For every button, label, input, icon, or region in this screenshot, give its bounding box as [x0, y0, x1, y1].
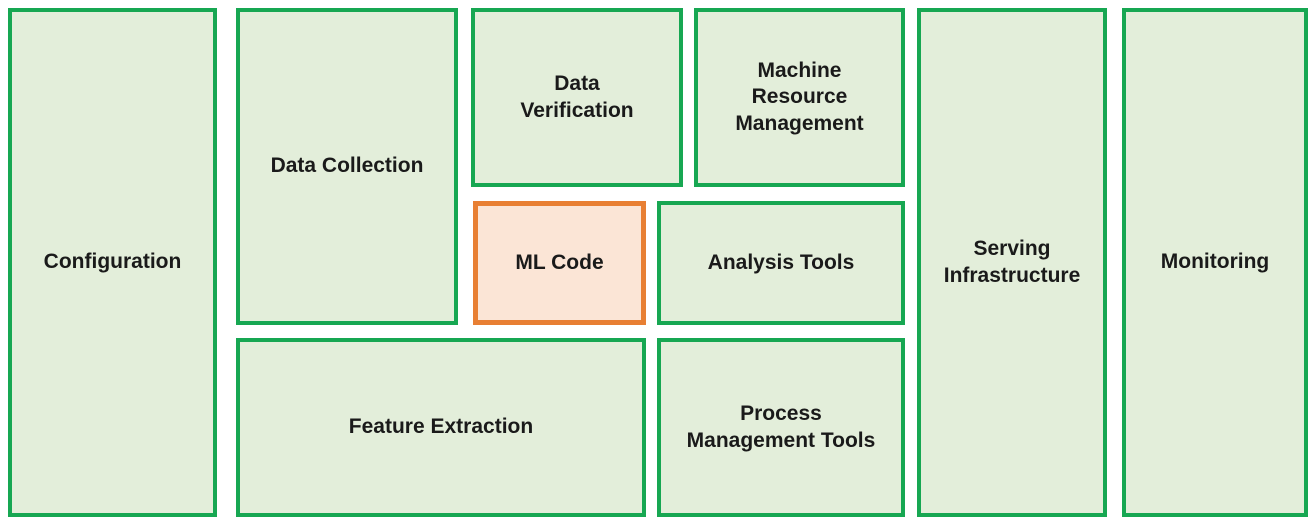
box-monitoring-label: Monitoring: [1160, 250, 1270, 274]
box-analysis-tools: Analysis Tools: [657, 201, 905, 325]
box-serving-infrastructure: Serving Infrastructure: [917, 8, 1107, 517]
box-analysis-tools-label: Analysis Tools: [707, 250, 855, 274]
box-ml-code: ML Code: [473, 201, 646, 325]
box-data-collection: Data Collection: [236, 8, 458, 325]
box-data-verification: Data Verification: [471, 8, 683, 187]
box-machine-resource-management: Machine Resource Management: [694, 8, 905, 187]
box-data-verification-label: Data Verification: [520, 72, 634, 122]
box-ml-code-label: ML Code: [515, 250, 604, 274]
box-feature-extraction: Feature Extraction: [236, 338, 646, 517]
box-process-management-tools-label: Process Management Tools: [686, 402, 876, 452]
box-serving-infrastructure-label: Serving Infrastructure: [943, 237, 1081, 287]
box-machine-resource-management-label: Machine Resource Management: [735, 59, 864, 135]
box-data-collection-label: Data Collection: [270, 154, 424, 178]
box-configuration: Configuration: [8, 8, 217, 517]
box-monitoring: Monitoring: [1122, 8, 1308, 517]
box-feature-extraction-label: Feature Extraction: [348, 415, 534, 439]
box-configuration-label: Configuration: [43, 250, 182, 274]
box-process-management-tools: Process Management Tools: [657, 338, 905, 517]
